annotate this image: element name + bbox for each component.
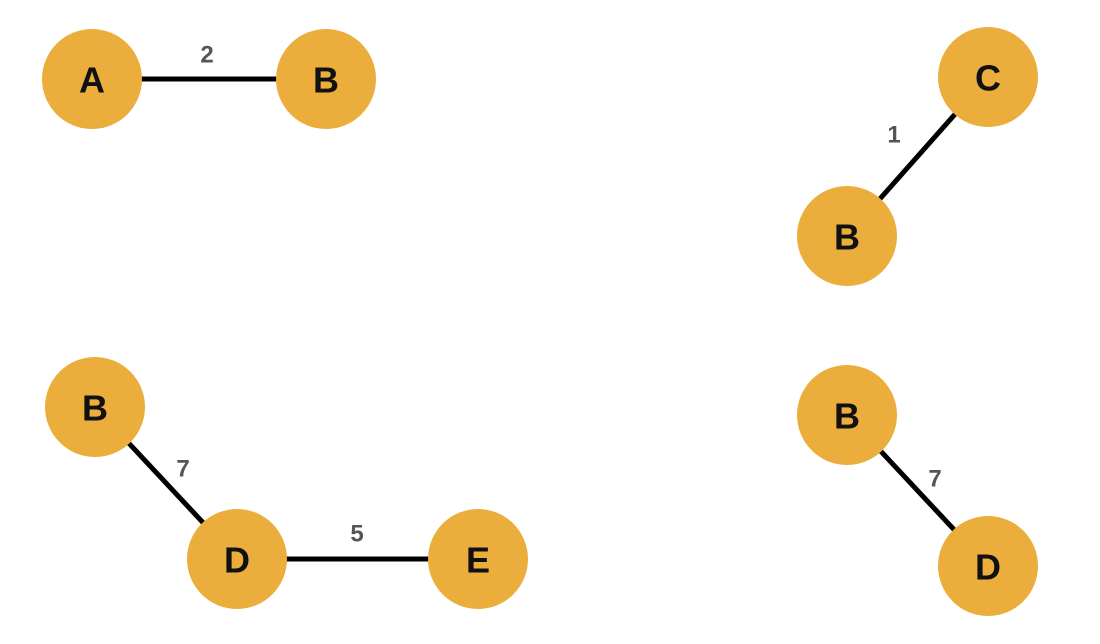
node-label-b: B (313, 60, 339, 101)
node-label-d: D (975, 547, 1001, 588)
node-a (42, 29, 142, 129)
graph-4: 7 B D (797, 365, 1038, 616)
edge-weight-b-d: 7 (928, 465, 941, 492)
edge-weight-a-b: 2 (200, 41, 213, 68)
node-label-e: E (466, 540, 490, 581)
node-label-b: B (834, 217, 860, 258)
node-c (938, 27, 1038, 127)
node-label-b: B (834, 396, 860, 437)
graph-3: 7 5 B D E (45, 357, 528, 609)
node-b (276, 29, 376, 129)
node-b (797, 365, 897, 465)
node-e (428, 509, 528, 609)
graph-2: 1 C B (797, 27, 1038, 286)
node-d (187, 509, 287, 609)
edge-weight-b-d: 7 (176, 455, 189, 482)
node-b (45, 357, 145, 457)
node-label-a: A (79, 60, 105, 101)
graph-1: 2 A B (42, 29, 376, 129)
node-label-b: B (82, 388, 108, 429)
node-b (797, 186, 897, 286)
node-label-d: D (224, 540, 250, 581)
edge-weight-c-b: 1 (887, 121, 900, 148)
node-label-c: C (975, 58, 1001, 99)
edge-weight-d-e: 5 (350, 520, 363, 547)
node-d (938, 516, 1038, 616)
